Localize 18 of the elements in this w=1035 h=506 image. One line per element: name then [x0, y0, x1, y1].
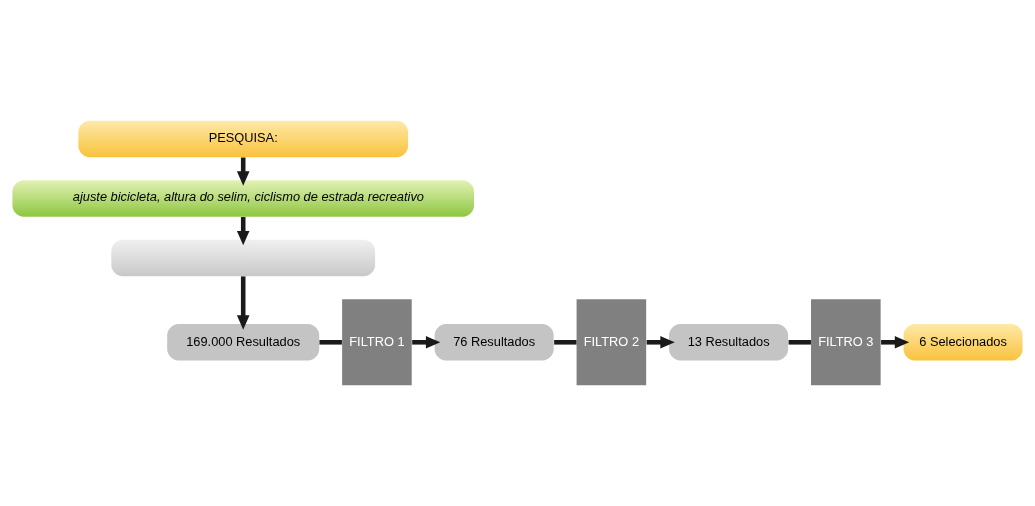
arrow	[412, 336, 441, 349]
arrow	[881, 336, 910, 349]
node-box: FILTRO 2	[576, 299, 647, 386]
arrow	[236, 276, 250, 330]
node-box: 6 Selecionados	[903, 324, 1023, 361]
node-box: 76 Resultados	[434, 324, 554, 361]
connector	[554, 340, 577, 345]
arrow	[236, 217, 250, 246]
node-box: FILTRO 3	[811, 299, 881, 386]
arrow	[646, 336, 675, 349]
connector	[788, 340, 811, 345]
node-box: FILTRO 1	[342, 299, 412, 386]
node-box: ajuste bicicleta, altura do selim, ciclismo de estrada recreativo	[12, 180, 474, 217]
node-box: 13 Resultados	[669, 324, 789, 361]
connector	[319, 340, 342, 345]
node-box: 169.000 Resultados	[167, 324, 320, 361]
node-box: PESQUISA:	[78, 120, 409, 158]
node-box	[111, 239, 376, 277]
